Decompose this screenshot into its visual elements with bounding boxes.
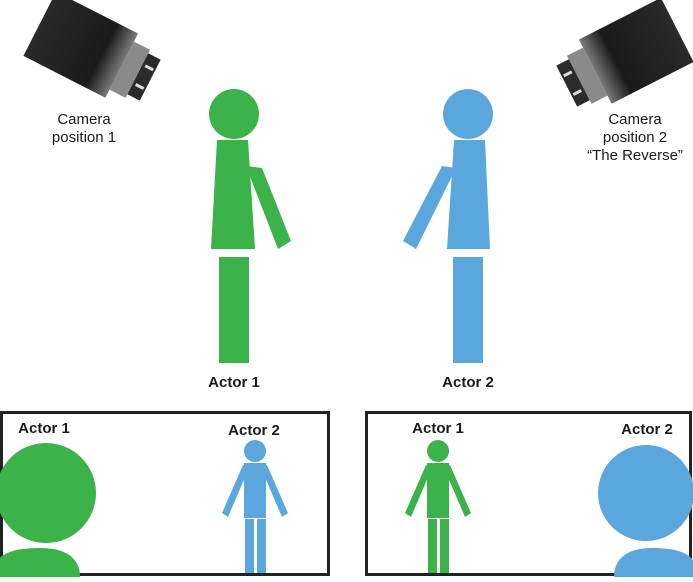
frame-1-actor-1-label: Actor 1 <box>4 420 84 438</box>
actor-1-figure <box>209 89 291 363</box>
camera-2-icon <box>550 0 693 118</box>
frame-1-actor-2-label: Actor 2 <box>214 422 294 440</box>
frame-2-actor-2-closeup <box>598 445 693 577</box>
actor-1-legs <box>219 257 249 363</box>
actor-1-head <box>209 89 259 139</box>
frame-2-actor-2-label: Actor 2 <box>607 421 687 439</box>
frame-2-actor-1-small <box>405 440 471 573</box>
camera-2-label-line3: “The Reverse” <box>572 147 693 165</box>
actor-2-legs <box>453 257 483 363</box>
actor-1-torso <box>211 140 255 249</box>
camera-1-label-line2: position 1 <box>28 129 140 147</box>
actor-1-label: Actor 1 <box>192 374 276 392</box>
frame-1-actor-2-small <box>222 440 288 573</box>
camera-2-label-line2: position 2 <box>572 129 693 147</box>
actor-2-label: Actor 2 <box>426 374 510 392</box>
camera-2-label: Camera position 2 “The Reverse” <box>572 111 693 165</box>
camera-1-label: Camera position 1 <box>28 111 140 147</box>
frame-1-actor-1-closeup <box>0 443 96 577</box>
frame-2-actor-1-label: Actor 1 <box>398 420 478 438</box>
camera-2-label-line1: Camera <box>572 111 693 129</box>
camera-1-icon <box>23 0 166 112</box>
camera-1-label-line1: Camera <box>28 111 140 129</box>
actor-2-figure <box>403 89 493 363</box>
actor-2-head <box>443 89 493 139</box>
actor-2-torso <box>447 140 490 249</box>
